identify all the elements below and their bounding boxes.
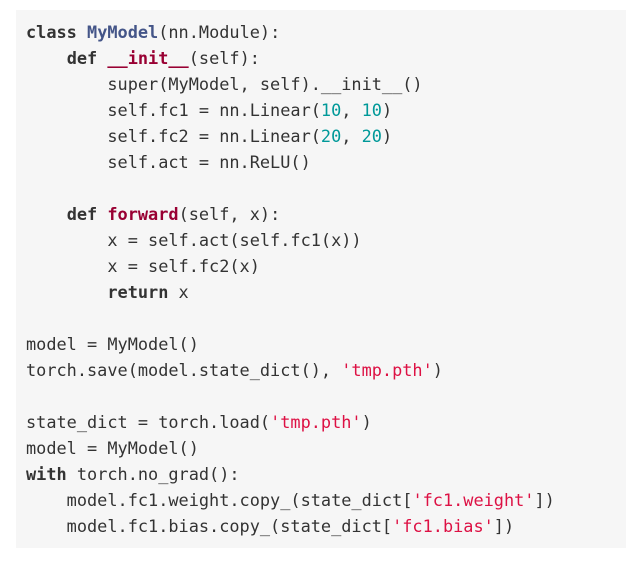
code-text: model = MyModel(): [26, 334, 199, 354]
string-literal: 'fc1.bias': [392, 516, 494, 536]
code-line: super(MyModel, self).__init__(): [26, 71, 626, 97]
code-line: return x: [26, 279, 626, 305]
code-text: ): [361, 412, 372, 432]
code-text: ,: [341, 126, 362, 146]
code-line: def forward(self, x):: [26, 201, 626, 227]
code-text: ]): [534, 490, 555, 510]
code-text: self.act = nn.ReLU(): [26, 152, 311, 172]
code-text: (self):: [188, 48, 260, 68]
blank-code-line: [26, 383, 626, 409]
code-line: x = self.act(self.fc1(x)): [26, 227, 626, 253]
code-text: [77, 22, 87, 42]
code-line: torch.save(model.state_dict(), 'tmp.pth'…: [26, 357, 626, 383]
keyword: def: [66, 48, 98, 68]
code-line: self.act = nn.ReLU(): [26, 149, 626, 175]
keyword: class: [26, 22, 77, 42]
code-text: [97, 48, 107, 68]
code-text: ]): [493, 516, 515, 536]
function-name: forward: [107, 204, 179, 224]
code-text: x: [168, 282, 189, 302]
code-line: def __init__(self):: [26, 45, 626, 71]
class-name: MyModel: [87, 22, 159, 42]
code-text: [26, 48, 67, 68]
code-line: model = MyModel(): [26, 435, 626, 461]
code-text: x = self.fc2(x): [26, 256, 260, 276]
string-literal: 'tmp.pth': [270, 412, 362, 432]
code-text: x = self.act(self.fc1(x)): [26, 230, 362, 250]
code-text: [26, 282, 107, 302]
number-literal: 20: [320, 126, 342, 146]
blank-code-line: [26, 305, 626, 331]
code-text: model = MyModel(): [26, 438, 199, 458]
code-text: (nn.Module):: [158, 22, 281, 42]
code-line: class MyModel(nn.Module):: [26, 19, 626, 45]
code-text: self.fc2 = nn.Linear(: [26, 126, 321, 146]
keyword: def: [66, 204, 98, 224]
code-text: ): [432, 360, 443, 380]
blank-code-line: [26, 175, 626, 201]
code-line: model.fc1.weight.copy_(state_dict['fc1.w…: [26, 487, 626, 513]
code-text: model.fc1.bias.copy_(state_dict[: [26, 516, 393, 536]
code-text: super(MyModel, self).__init__(): [26, 74, 423, 94]
code-text: (self, x):: [178, 204, 281, 224]
code-line: self.fc2 = nn.Linear(20, 20): [26, 123, 626, 149]
code-line: state_dict = torch.load('tmp.pth'): [26, 409, 626, 435]
code-line: model.fc1.bias.copy_(state_dict['fc1.bia…: [26, 513, 626, 539]
code-text: ,: [341, 100, 362, 120]
code-line: model = MyModel(): [26, 331, 626, 357]
string-literal: 'tmp.pth': [341, 360, 433, 380]
keyword: return: [107, 282, 169, 302]
code-text: ): [381, 100, 393, 120]
number-literal: 10: [320, 100, 342, 120]
code-text: ): [381, 126, 393, 146]
code-line: with torch.no_grad():: [26, 461, 626, 487]
number-literal: 20: [361, 126, 382, 146]
code-text: [26, 204, 67, 224]
code-line: self.fc1 = nn.Linear(10, 10): [26, 97, 626, 123]
code-text: state_dict = torch.load(: [26, 412, 271, 432]
code-block: class MyModel(nn.Module): def __init__(s…: [16, 10, 626, 548]
code-text: [97, 204, 107, 224]
code-text: torch.no_grad():: [66, 464, 240, 484]
code-text: self.fc1 = nn.Linear(: [26, 100, 321, 120]
code-line: x = self.fc2(x): [26, 253, 626, 279]
function-name: __init__: [107, 48, 189, 68]
code-text: model.fc1.weight.copy_(state_dict[: [26, 490, 413, 510]
number-literal: 10: [361, 100, 382, 120]
string-literal: 'fc1.weight': [412, 490, 535, 510]
code-text: torch.save(model.state_dict(),: [26, 360, 342, 380]
keyword: with: [26, 464, 67, 484]
